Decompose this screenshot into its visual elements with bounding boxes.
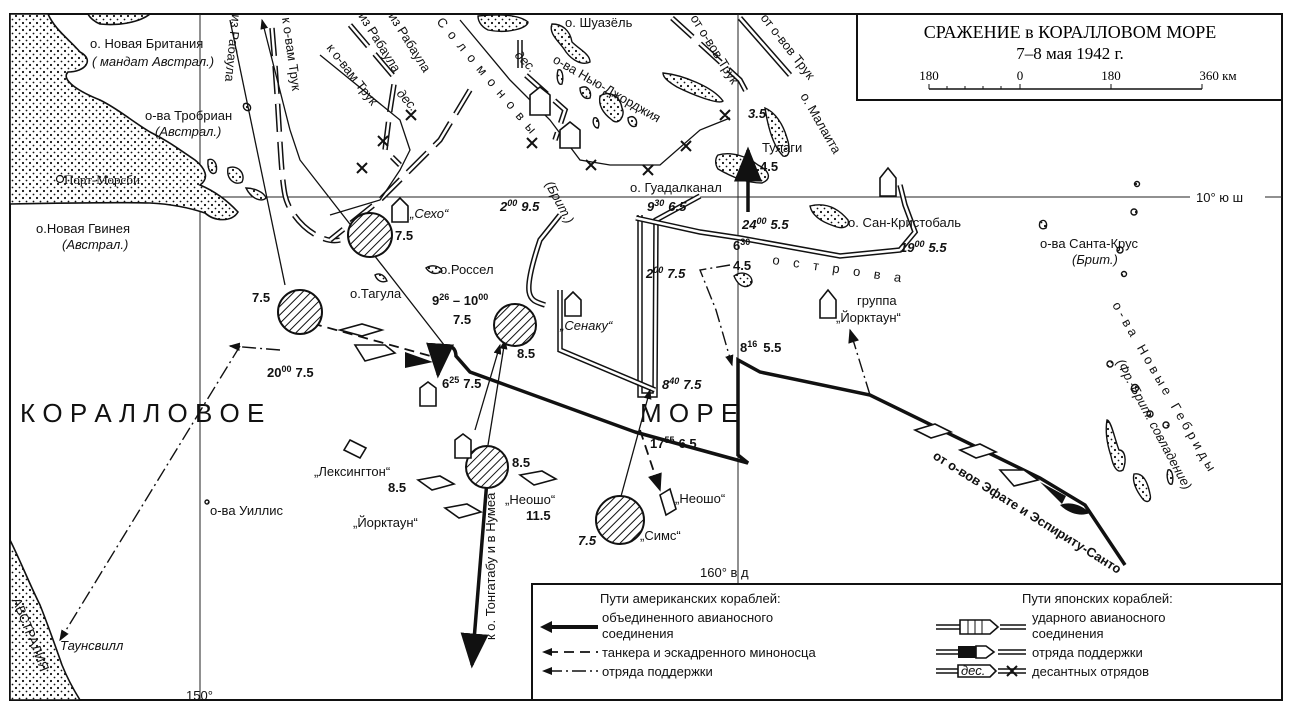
scale-tick: 0 bbox=[1017, 68, 1024, 83]
legend-us-carrier-2: соединения bbox=[602, 626, 674, 641]
label-new-britain-sub: ( мандат Австрал.) bbox=[92, 54, 214, 69]
legend-jp-carrier-2: соединения bbox=[1032, 626, 1104, 641]
label-group-yorktown: „Йорктаун“ bbox=[836, 310, 901, 325]
label-santa-cruz-sub: (Брит.) bbox=[1072, 252, 1118, 267]
label-rossel: о.Россел bbox=[440, 262, 494, 277]
label-senaku: „Сенаку“ bbox=[559, 318, 613, 333]
legend-us-support: отряда поддержки bbox=[602, 664, 713, 679]
mark-speed: 7.5 bbox=[395, 228, 413, 243]
legend-us-tanker: танкера и эскадренного миноносца bbox=[602, 645, 816, 660]
label-yorktown: „Йорктаун“ bbox=[353, 515, 418, 530]
legend-jp-carrier: ударного авианосного bbox=[1032, 610, 1165, 625]
label-san-cristobal: о. Сан-Кристобаль bbox=[848, 215, 961, 230]
legend-us-title: Пути американских кораблей: bbox=[600, 591, 781, 606]
mark-speed: 3.5 bbox=[748, 106, 767, 121]
label-trobriand-sub: (Австрал.) bbox=[155, 124, 221, 139]
landing-route bbox=[319, 19, 731, 216]
label-neosho-2: „Неошо“ bbox=[675, 491, 725, 506]
mark-speed: 4.5 bbox=[733, 258, 751, 273]
japanese-routes bbox=[269, 15, 919, 398]
label-santa-cruz: о-ва Санта-Крус bbox=[1040, 236, 1138, 251]
mark-time-630: 630 bbox=[733, 237, 750, 253]
time-speed-marks: 7.5 7.5 8.5 8.5 8.5 11.5 7.5 3.5 4.5 200… bbox=[252, 106, 947, 548]
legend-jp-support: отряда поддержки bbox=[1032, 645, 1143, 660]
label-port-moresby: Порт-Морсби bbox=[64, 172, 140, 187]
scale-tick: 180 bbox=[1101, 68, 1121, 83]
label-new-britain: о. Новая Британия bbox=[90, 36, 203, 51]
label-shuazel: о. Шуазёль bbox=[565, 15, 633, 30]
label-guadalcanal: о. Гуадалканал bbox=[630, 180, 722, 195]
label-tulagi: Тулаги bbox=[762, 140, 802, 155]
label-to-tonga: к о. Тонгатабу и в Нумеа bbox=[483, 492, 498, 640]
mark-speed: 7.5 bbox=[578, 533, 597, 548]
scale-tick: 360 км bbox=[1199, 68, 1236, 83]
label-tagula: о.Тагула bbox=[350, 286, 402, 301]
new-britain-landmass bbox=[86, 13, 153, 26]
mark-speed: 7.5 bbox=[453, 312, 471, 327]
map-dates: 7–8 мая 1942 г. bbox=[1016, 44, 1124, 63]
label-lexington: „Лексингтон“ bbox=[314, 464, 390, 479]
label-trobriand: о-ва Тробриан bbox=[145, 108, 232, 123]
legend: Пути американских кораблей: объединенног… bbox=[531, 583, 1283, 701]
legend-jp-landing-symbol: дес. bbox=[936, 663, 1026, 678]
latitude-10s-label: 10° ю ш bbox=[1196, 190, 1243, 205]
us-routes bbox=[59, 18, 1127, 669]
landing-cross-mark bbox=[356, 109, 731, 176]
mark-time-926: 926 – 1000 bbox=[432, 292, 488, 308]
legend-jp-landing: десантных отрядов bbox=[1032, 664, 1149, 679]
label-new-guinea: о.Новая Гвинея bbox=[36, 221, 130, 236]
ship-labels: „Сехо“ „Сенаку“ „Лексингтон“ „Йорктаун“ … bbox=[314, 206, 901, 543]
mark-speed: 8.5 bbox=[512, 455, 530, 470]
label-willis: о-ва Уиллис bbox=[210, 503, 284, 518]
label-sims: „Симс“ bbox=[640, 528, 681, 543]
label-new-guinea-sub: (Австрал.) bbox=[62, 237, 128, 252]
title-box: СРАЖЕНИЕ в КОРАЛЛОВОМ МОРЕ 7–8 мая 1942 … bbox=[856, 13, 1283, 101]
label-group: группа bbox=[857, 293, 897, 308]
mark-speed: 11.5 bbox=[526, 508, 551, 523]
new-guinea-landmass bbox=[9, 13, 239, 221]
scale-tick: 180 bbox=[919, 68, 939, 83]
legend-us-carrier: объединенного авианосного bbox=[602, 610, 773, 625]
label-from-rabaul-1: из Рабаула bbox=[222, 14, 244, 84]
mark-speed: 8.5 bbox=[517, 346, 535, 361]
australia-landmass bbox=[9, 539, 82, 701]
mark-speed: 7.5 bbox=[252, 290, 270, 305]
map-title: СРАЖЕНИЕ в КОРАЛЛОВОМ МОРЕ bbox=[924, 22, 1217, 42]
air-attack-zones bbox=[277, 212, 645, 545]
label-shoho: „Сехо“ bbox=[409, 206, 449, 221]
label-sea: М О Р Е bbox=[640, 398, 738, 428]
longitude-150-label: 150° bbox=[186, 688, 213, 703]
label-coral: К О Р А Л Л О В О Е bbox=[20, 398, 264, 428]
legend-jp-title: Пути японских кораблей: bbox=[1022, 591, 1173, 606]
scale-bar: 180 0 180 360 км bbox=[919, 68, 1237, 90]
longitude-160e-label: 160° в д bbox=[700, 565, 749, 580]
legend-jp-carrier-symbol bbox=[936, 619, 1026, 635]
mark-speed: 4.5 bbox=[760, 159, 778, 174]
legend-des-mark: дес. bbox=[961, 663, 985, 678]
label-townsville: Таунсвилл bbox=[60, 638, 124, 653]
ship-markers bbox=[336, 85, 1090, 519]
mark-speed: 8.5 bbox=[388, 480, 406, 495]
legend-jp-support-symbol bbox=[936, 645, 1026, 659]
label-neosho-1: „Неошо“ bbox=[505, 492, 555, 507]
